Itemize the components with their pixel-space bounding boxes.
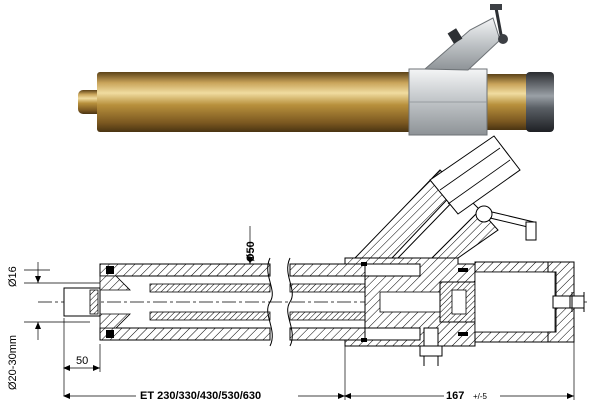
- rear-cylinder-upper: [474, 261, 556, 273]
- bottom-bolt: [423, 327, 439, 347]
- tube-wall-lower: [99, 327, 271, 341]
- break-line-left: [267, 257, 273, 347]
- rear-cylinder-lower: [474, 331, 556, 343]
- holder-screw-head: [475, 205, 493, 223]
- tip-rod: [78, 90, 102, 114]
- rear-sleeve: [484, 74, 532, 130]
- dim-models: ET 230/330/430/530/630: [140, 390, 261, 402]
- angled-holder: [423, 17, 501, 71]
- inner-tube-upper: [149, 283, 271, 293]
- tube-wall-upper: [99, 263, 271, 277]
- angled-holder-section: [353, 135, 537, 259]
- guide-tube: [429, 135, 521, 215]
- dimensions: Ø16 Ø20-30mm 50 Ø50 ET 230/330/430/530/6…: [7, 226, 575, 402]
- product-illustration: [78, 4, 554, 136]
- holder-slot: [447, 28, 463, 44]
- clamp-knob: [498, 34, 508, 44]
- section-view: [38, 135, 590, 366]
- dim-len167: 167: [446, 390, 464, 402]
- dim-len50: 50: [76, 355, 88, 367]
- end-cap: [526, 72, 554, 132]
- brass-tube: [97, 72, 415, 132]
- dim-d16: Ø16: [7, 266, 19, 287]
- dim-d50: Ø50: [245, 241, 257, 262]
- dim-d20-30: Ø20-30mm: [7, 335, 19, 390]
- inner-tube-lower: [149, 311, 271, 321]
- dim-tolerance: +/-5: [473, 392, 488, 401]
- break-line-right: [287, 257, 293, 347]
